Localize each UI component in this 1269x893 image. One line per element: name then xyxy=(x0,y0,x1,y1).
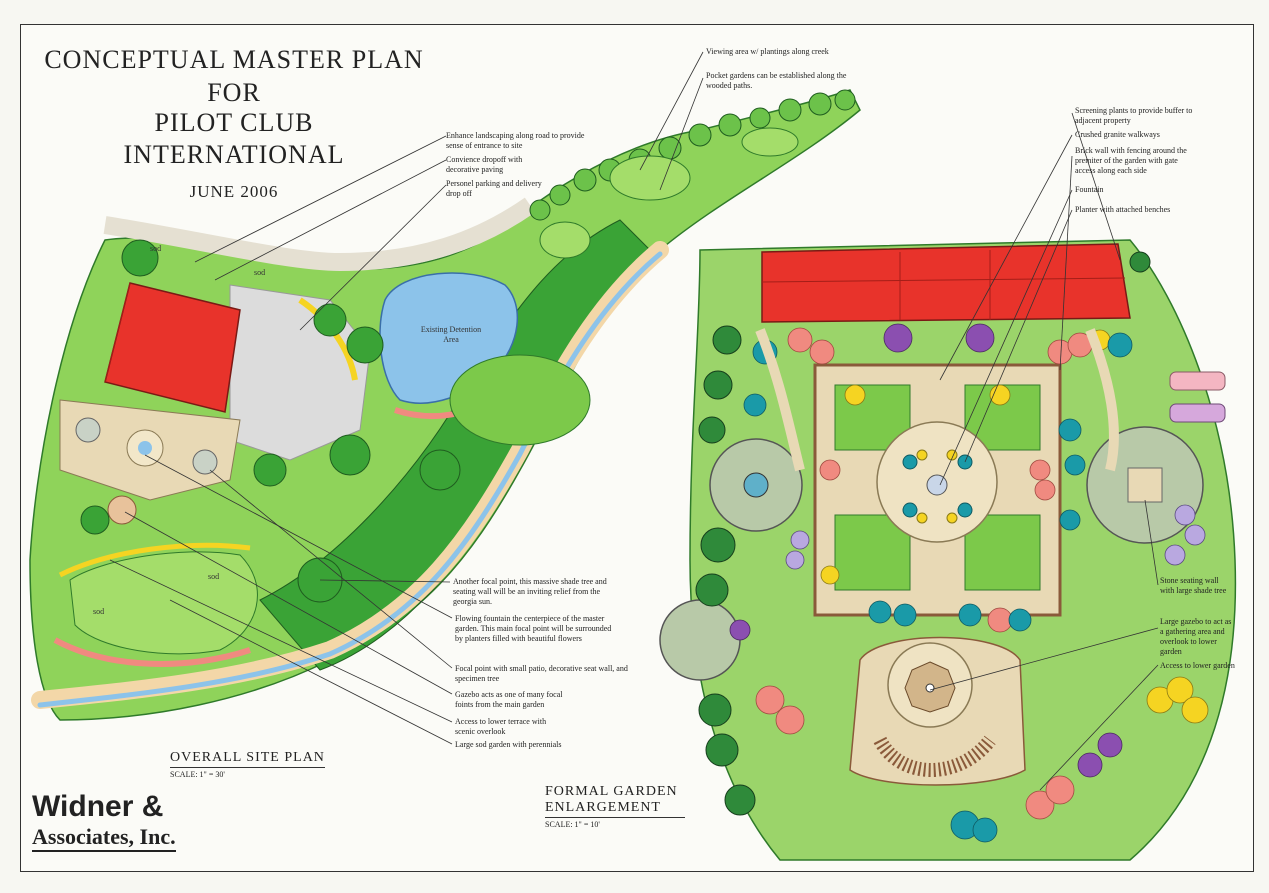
garden-note: Brick wall with fencing around the premi… xyxy=(1075,146,1187,175)
site-note: Access to lower terrace with scenic over… xyxy=(455,717,547,736)
site-note: Focal point with small patio, decorative… xyxy=(455,664,628,683)
title-line-4: INTERNATIONAL xyxy=(123,140,345,169)
site-plan-title: OVERALL SITE PLAN xyxy=(170,750,325,768)
site-note: Flowing fountain the centerpiece of the … xyxy=(455,614,612,643)
note-leaders xyxy=(109,51,1159,791)
screening-trees xyxy=(695,251,1151,816)
garden-note: Stone seating wall with large shade tree xyxy=(1160,576,1227,595)
garden-note: Planter with attached benches xyxy=(1075,205,1171,214)
title-line-1: CONCEPTUAL MASTER PLAN xyxy=(44,45,424,74)
pocket-garden xyxy=(609,155,691,201)
garden-note: Fountain xyxy=(1075,185,1104,194)
pond-label: Existing Detention Area xyxy=(420,325,482,344)
firm-logo: Widner & Associates, Inc. xyxy=(32,790,176,852)
site-note: Gazebo acts as one of many focal foints … xyxy=(455,690,563,709)
site-plan-title-block: OVERALL SITE PLAN SCALE: 1" = 30' xyxy=(170,750,325,779)
lawn-quadrant xyxy=(964,514,1041,591)
formal-garden-plan xyxy=(659,239,1237,861)
firm-name-line-2: Associates, Inc. xyxy=(32,824,176,852)
site-note: Convience dropoff with decorative paving xyxy=(446,155,523,174)
title-line-2: FOR xyxy=(207,78,261,107)
sod-label: sod xyxy=(254,268,266,277)
sod-label: sod xyxy=(93,607,105,616)
site-note: Large sod garden with perennials xyxy=(455,740,562,749)
lavender-beds xyxy=(785,504,1206,570)
parked-car xyxy=(1169,403,1226,423)
firm-name-line-1: Widner & xyxy=(32,790,164,823)
granite-walkway xyxy=(755,328,805,472)
shade-trees xyxy=(80,239,461,603)
site-note: Enhance landscaping along road to provid… xyxy=(446,131,585,150)
site-note: Viewing area w/ plantings along creek xyxy=(706,47,829,56)
viewing-area xyxy=(741,127,799,157)
yellow-flower-beds xyxy=(820,329,1209,724)
site-plan-scale: SCALE: 1" = 30' xyxy=(170,770,225,779)
garden-plan-title-2: ENLARGEMENT xyxy=(545,800,685,818)
garden-plan-title-block: FORMAL GARDEN ENLARGEMENT SCALE: 1" = 10… xyxy=(545,784,685,829)
title-block: CONCEPTUAL MASTER PLAN FOR PILOT CLUB IN… xyxy=(30,42,438,206)
title-line-3: PILOT CLUB xyxy=(154,108,314,137)
garden-plan-title-1: FORMAL GARDEN xyxy=(545,784,678,799)
overall-site-plan xyxy=(29,89,861,721)
garden-note: Crushed granite walkways xyxy=(1075,130,1160,139)
creek xyxy=(37,251,663,708)
sod-label: sod xyxy=(150,244,162,253)
site-gazebo xyxy=(107,495,137,525)
entrance-road xyxy=(103,197,536,272)
garden-note: Screening plants to provide buffer to ad… xyxy=(1075,106,1193,125)
site-note: Another focal point, this massive shade … xyxy=(453,577,607,606)
site-note: Personel parking and delivery drop off xyxy=(446,179,542,198)
title-date: JUNE 2006 xyxy=(189,182,279,201)
parked-car xyxy=(1169,371,1226,391)
planter-benches xyxy=(902,454,973,518)
garden-plan-scale: SCALE: 1" = 10' xyxy=(545,820,600,829)
sod-label: sod xyxy=(208,572,220,581)
garden-note: Access to lower garden xyxy=(1160,661,1235,670)
central-fountain xyxy=(926,474,948,496)
site-note: Pocket gardens can be established along … xyxy=(706,71,847,90)
garden-note: Large gazebo to act as a gathering area … xyxy=(1160,617,1232,656)
purple-flower-beds xyxy=(729,323,1123,778)
creek-trees xyxy=(529,89,856,221)
pink-flower-beds xyxy=(755,327,1093,820)
garden-building xyxy=(761,243,1131,323)
sod-garden xyxy=(69,551,258,655)
